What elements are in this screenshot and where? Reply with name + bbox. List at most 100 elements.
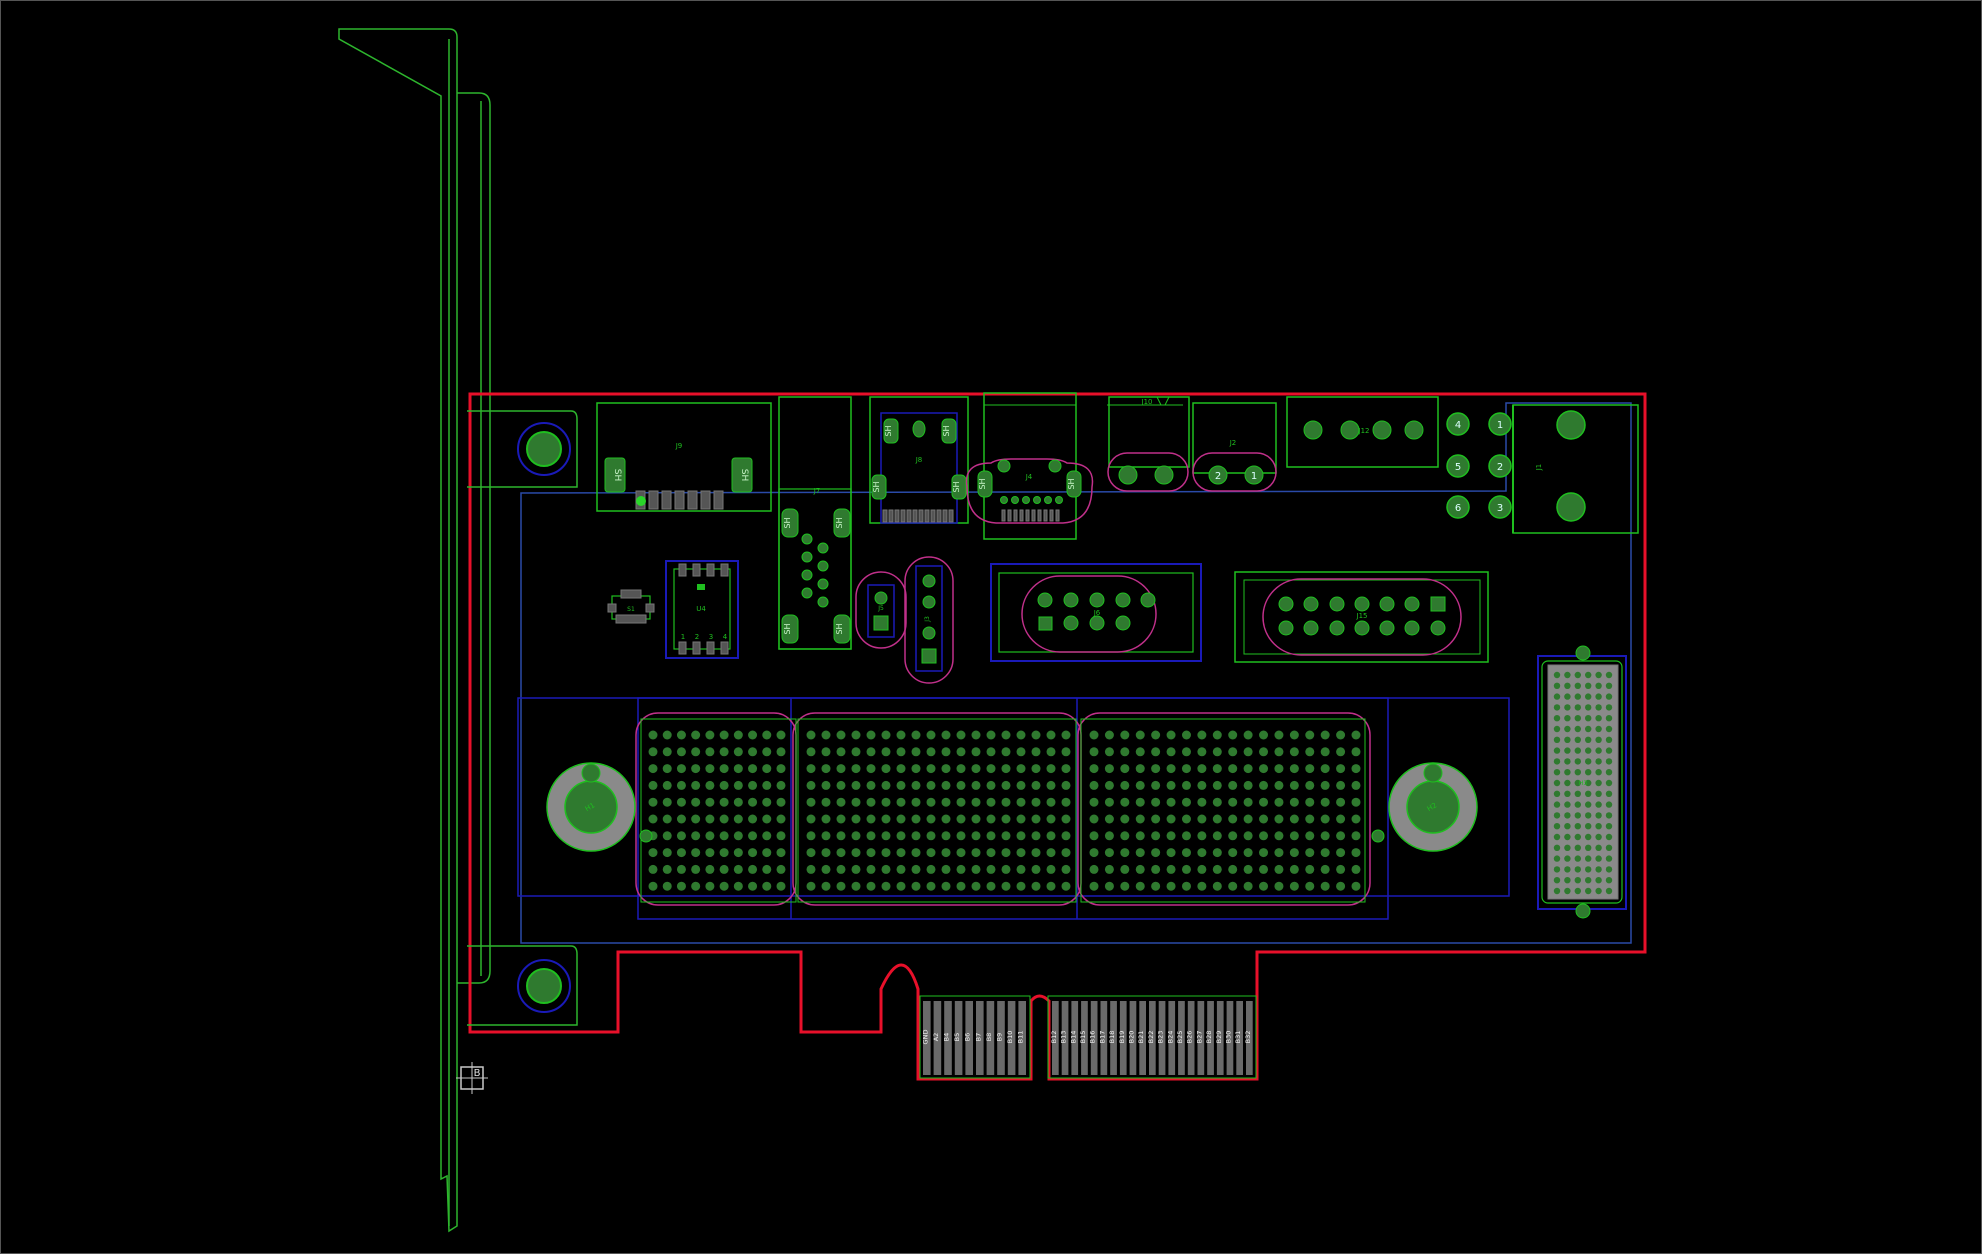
- connector-j5[interactable]: J5: [855, 571, 907, 649]
- pad: [1585, 693, 1592, 700]
- j8-refdes: J8: [915, 456, 923, 464]
- pad: [1212, 881, 1222, 891]
- pad: [1135, 747, 1145, 757]
- pad: [1305, 747, 1315, 757]
- pad: [1564, 779, 1571, 787]
- pad: [1585, 877, 1592, 884]
- bracket-mount-bottom[interactable]: [467, 945, 578, 1026]
- pad: [1151, 730, 1161, 740]
- pad: [1016, 881, 1026, 891]
- gold-finger: [1149, 1001, 1156, 1075]
- pad: [971, 848, 981, 858]
- pad: [1305, 764, 1315, 774]
- pad: [866, 730, 876, 740]
- gold-finger: [1129, 1001, 1137, 1075]
- gold-finger: [1246, 1001, 1253, 1075]
- pad: [1104, 747, 1114, 757]
- edge-pin-label: B31: [1234, 1031, 1242, 1044]
- pad: [1135, 881, 1145, 891]
- hd-connector-region[interactable]: [517, 697, 1510, 920]
- pad: [1061, 730, 1071, 740]
- pad: [676, 864, 686, 874]
- pad: [1259, 797, 1269, 807]
- gold-finger: [1139, 1001, 1146, 1075]
- pad: [705, 764, 715, 774]
- pad: [719, 780, 729, 790]
- pad: [1166, 814, 1176, 824]
- pad: [986, 780, 996, 790]
- pad: [1585, 715, 1592, 722]
- h1-refdes: H1: [584, 801, 596, 813]
- connector-j2[interactable]: J2 2 1: [1192, 402, 1277, 492]
- pad: [806, 730, 816, 740]
- pad: [776, 831, 786, 841]
- pad: [1605, 877, 1613, 884]
- pad: [881, 747, 891, 757]
- connector-j3[interactable]: J3: [904, 556, 954, 684]
- pad: [1320, 864, 1330, 874]
- connector-j7[interactable]: SH SH SH SH J7: [778, 396, 852, 650]
- pad: [1289, 730, 1299, 740]
- origin-marker[interactable]: B: [456, 1062, 488, 1094]
- connector-j6[interactable]: J6: [990, 563, 1202, 662]
- board-outline[interactable]: [468, 392, 1647, 1081]
- pad: [676, 730, 686, 740]
- edge-pin-label: B26: [1186, 1031, 1194, 1044]
- pad: [1351, 730, 1361, 740]
- pad: [1574, 823, 1582, 830]
- pad: [1585, 736, 1592, 743]
- pad: [1016, 848, 1026, 858]
- connector-j12[interactable]: J12: [1286, 396, 1439, 468]
- pad: [1120, 780, 1130, 790]
- pad: [1046, 730, 1056, 740]
- pad: [1166, 831, 1176, 841]
- connector-j8[interactable]: SH SH SH SH J8: [869, 396, 969, 524]
- pad: [1605, 715, 1613, 722]
- pcie-bracket[interactable]: [338, 28, 491, 1233]
- j8-shield-4: SH: [952, 481, 961, 492]
- pad: [1259, 848, 1269, 858]
- pad: [1274, 814, 1284, 824]
- pad: [1289, 764, 1299, 774]
- bracket-mount-top[interactable]: [467, 410, 578, 488]
- pad: [1181, 814, 1191, 824]
- connector-j1[interactable]: J1: [1512, 404, 1639, 534]
- connector-j4[interactable]: SH SH J4: [965, 392, 1094, 540]
- pad: [1574, 715, 1582, 722]
- pin-5-label: 5: [1455, 462, 1461, 473]
- connector-j15[interactable]: J15: [1234, 571, 1489, 663]
- pad: [1181, 848, 1191, 858]
- pad: [821, 881, 831, 891]
- pad: [881, 730, 891, 740]
- pad: [1046, 780, 1056, 790]
- gold-finger: [1119, 1001, 1127, 1075]
- pad: [1595, 747, 1602, 754]
- mount-hole-right[interactable]: H2: [1388, 762, 1478, 852]
- ic-u4[interactable]: U4 1 2 3 4: [665, 560, 739, 659]
- connector-j9[interactable]: SH SH J9: [596, 402, 772, 512]
- switch-s1[interactable]: S1: [607, 589, 655, 624]
- mount-hole-left[interactable]: H1: [546, 762, 636, 852]
- pin-grid-6[interactable]: 4 1 5 2 6 3: [1446, 412, 1512, 519]
- hd-connector-vertical[interactable]: H3: [1537, 645, 1627, 919]
- pad: [1135, 764, 1145, 774]
- pad: [776, 814, 786, 824]
- pad: [956, 814, 966, 824]
- pad: [911, 764, 921, 774]
- pad: [881, 797, 891, 807]
- pad: [691, 881, 701, 891]
- pad: [1564, 769, 1571, 776]
- edge-pin-label: B10: [1006, 1031, 1014, 1044]
- connector-j10[interactable]: J10: [1107, 396, 1190, 492]
- pad: [1197, 814, 1207, 824]
- pad: [1274, 764, 1284, 774]
- pad: [1061, 747, 1071, 757]
- pad: [881, 848, 891, 858]
- pad: [676, 831, 686, 841]
- gold-finger: [1018, 1001, 1026, 1075]
- pad: [1274, 797, 1284, 807]
- pad: [821, 730, 831, 740]
